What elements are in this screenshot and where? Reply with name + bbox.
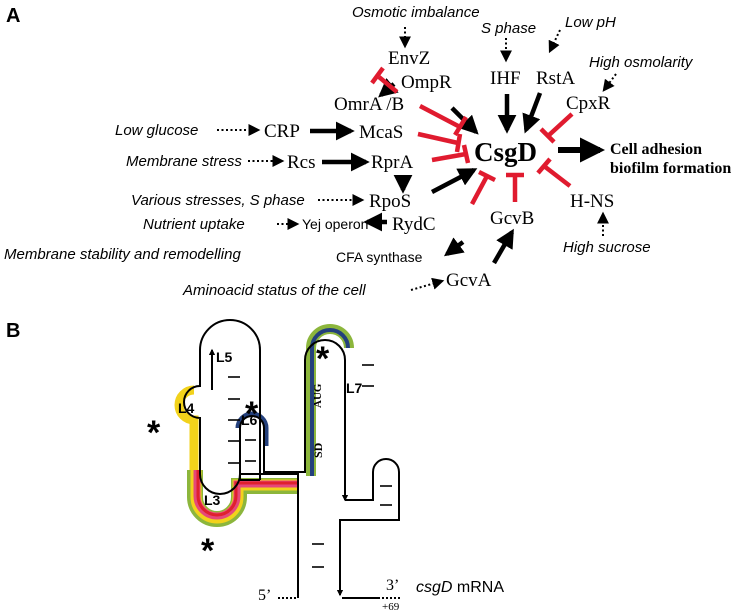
signal-arrow-aminoacid <box>410 277 445 291</box>
regulator-envz: EnvZ <box>388 48 430 69</box>
signal-stability: Membrane stability and remodelling <box>4 246 241 263</box>
backbone-to-3prime <box>336 519 360 597</box>
panel-a: A <box>4 4 731 299</box>
position-label: +69 <box>382 601 400 613</box>
backbone-small-hairpin <box>345 458 400 521</box>
star-l6: * <box>245 395 259 433</box>
repression-mcas-csgd <box>417 131 463 153</box>
loop-l3: L3 <box>204 492 221 508</box>
star-l4: * <box>147 414 161 452</box>
signal-membrane: Membrane stress <box>126 153 242 170</box>
backbone-left <box>183 319 299 598</box>
band-l3-red <box>196 470 297 517</box>
panel-b: B <box>6 319 504 613</box>
regulator-cpxr: CpxR <box>566 93 611 114</box>
signal-arrow-lowph <box>548 29 561 54</box>
stars: * * * * <box>147 340 330 570</box>
signal-arrows <box>217 27 617 291</box>
repression-cpxr-csgd <box>539 112 574 144</box>
repression-edges <box>370 66 574 206</box>
regulator-ihf: IHF <box>490 68 521 89</box>
arrow-rydc-cfa <box>443 237 465 257</box>
repression-gcvb-csgd <box>506 172 524 202</box>
signal-osmotic: Osmotic imbalance <box>352 4 480 21</box>
signal-highosm: High osmolarity <box>589 54 694 71</box>
regulator-gcvb: GcvB <box>490 208 534 229</box>
mrna-name: csgD <box>416 579 453 596</box>
signal-nutrient: Nutrient uptake <box>143 216 245 233</box>
signal-arrow-highosm <box>602 73 617 92</box>
regulator-mcas: McaS <box>359 122 403 143</box>
repression-rpra-csgd <box>431 144 471 164</box>
signals: Osmotic imbalance S phase Low pH High os… <box>4 4 694 299</box>
panel-b-label: B <box>6 320 20 342</box>
arrow-gcva-gcvb <box>492 228 514 265</box>
signal-sphase: S phase <box>481 20 536 37</box>
start-codon: AUG <box>312 383 324 408</box>
base-pairs <box>228 364 392 568</box>
regulator-hns: H-NS <box>570 191 614 212</box>
mrna-suffix: mRNA <box>452 579 504 596</box>
loop-labels: L5 L4 L6 L7 L3 <box>178 349 363 508</box>
csgd-node: CsgD <box>474 137 537 167</box>
output-label-1: Cell adhesion <box>610 141 702 158</box>
regulator-gcva: GcvA <box>446 270 492 291</box>
star-l3: * <box>201 532 215 570</box>
repression-rydc-csgd <box>470 169 497 206</box>
target-cfa: CFA synthase <box>336 249 423 265</box>
three-prime-label: 3’ <box>386 577 399 594</box>
regulator-crp: CRP <box>264 121 300 142</box>
signal-aminoacid: Aminoacid status of the cell <box>182 282 366 299</box>
regulator-rpra: RprA <box>371 152 414 173</box>
targets: Yej operon CFA synthase <box>302 216 423 265</box>
loop-l4: L4 <box>178 400 195 416</box>
arrow-rpos-csgd <box>430 168 478 194</box>
loop-l6: L6 <box>241 412 258 428</box>
sd-label: SD <box>311 442 325 458</box>
target-yej: Yej operon <box>302 216 368 232</box>
signal-lowglucose: Low glucose <box>115 122 198 139</box>
signal-sucrose: High sucrose <box>563 239 651 256</box>
signal-various: Various stresses, S phase <box>131 192 305 209</box>
repression-omra-ompr <box>370 66 399 94</box>
regulator-rpos: RpoS <box>369 191 411 212</box>
activation-arrows <box>310 78 606 265</box>
signal-lowph: Low pH <box>565 14 616 31</box>
regulator-omra: OmrA /B <box>334 94 404 115</box>
loop-l5: L5 <box>216 349 233 365</box>
regulator-ompr: OmpR <box>401 72 452 93</box>
repression-hns-csgd <box>536 157 572 188</box>
band-l6-blue <box>235 411 269 446</box>
backbone-l6 <box>239 415 296 481</box>
arrow-rsta-csgd <box>522 92 543 134</box>
mrna-label: csgD mRNA <box>416 579 504 596</box>
regulator-rydc: RydC <box>392 214 436 235</box>
regulators: EnvZ OmpR OmrA /B IHF RstA CpxR CRP McaS… <box>264 48 614 291</box>
backbone-l7 <box>296 339 349 502</box>
star-l7: * <box>316 340 330 378</box>
five-prime-label: 5’ <box>258 587 271 604</box>
mrna-structure <box>183 319 402 599</box>
regulator-rsta: RstA <box>536 68 575 89</box>
loop-l7: L7 <box>346 380 363 396</box>
output-label-2: biofilm formation <box>610 160 731 177</box>
highlight-bands <box>174 324 354 527</box>
repression-omra-csgd <box>418 104 468 137</box>
regulator-rcs: Rcs <box>287 152 316 173</box>
panel-a-label: A <box>6 5 20 27</box>
